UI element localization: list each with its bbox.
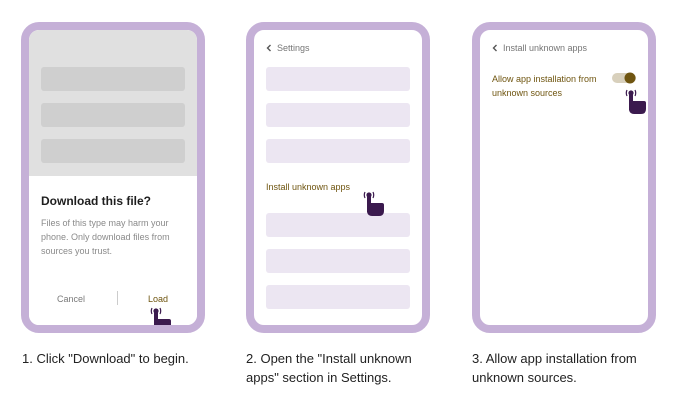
screen-title: Install unknown apps [503,43,588,53]
allow-install-label: Allow app installation from unknown sour… [492,74,597,98]
button-divider [117,291,118,305]
step-1-caption: 1. Click "Download" to begin. [22,351,189,366]
dimmed-background [29,30,197,176]
tap-hand-icon [363,191,384,216]
settings-item[interactable] [266,103,410,127]
settings-header[interactable]: Settings [266,43,310,53]
load-button[interactable]: Load [148,294,169,304]
phone-step-3: Install unknown apps Allow app installat… [472,22,656,333]
settings-item[interactable] [266,285,410,309]
phone-step-2: Settings Install unknown apps [246,22,430,333]
placeholder-bar [41,103,185,127]
settings-item[interactable] [266,67,410,91]
tap-hand-icon [150,307,171,325]
settings-item[interactable] [266,139,410,163]
tap-hand-icon [625,89,646,114]
install-unknown-apps-header[interactable]: Install unknown apps [492,43,587,53]
back-chevron-icon[interactable] [266,44,272,52]
settings-item[interactable] [266,249,410,273]
install-unknown-apps-item[interactable]: Install unknown apps [266,182,351,192]
settings-item[interactable] [266,213,410,237]
allow-install-toggle[interactable] [612,72,636,84]
cancel-button[interactable]: Cancel [57,294,86,304]
placeholder-bar [41,139,185,163]
settings-title: Settings [277,43,310,53]
step-2-caption: 2. Open the "Install unknown apps" secti… [246,351,412,385]
dialog-message: Files of this type may harm your phone. … [41,218,170,256]
dialog-title: Download this file? [41,194,151,208]
placeholder-bar [41,67,185,91]
step-3-caption: 3. Allow app installation from unknown s… [472,351,637,385]
back-chevron-icon[interactable] [492,44,498,52]
phone-step-1: Download this file? Files of this type m… [21,22,205,333]
download-dialog: Download this file? Files of this type m… [29,176,197,325]
